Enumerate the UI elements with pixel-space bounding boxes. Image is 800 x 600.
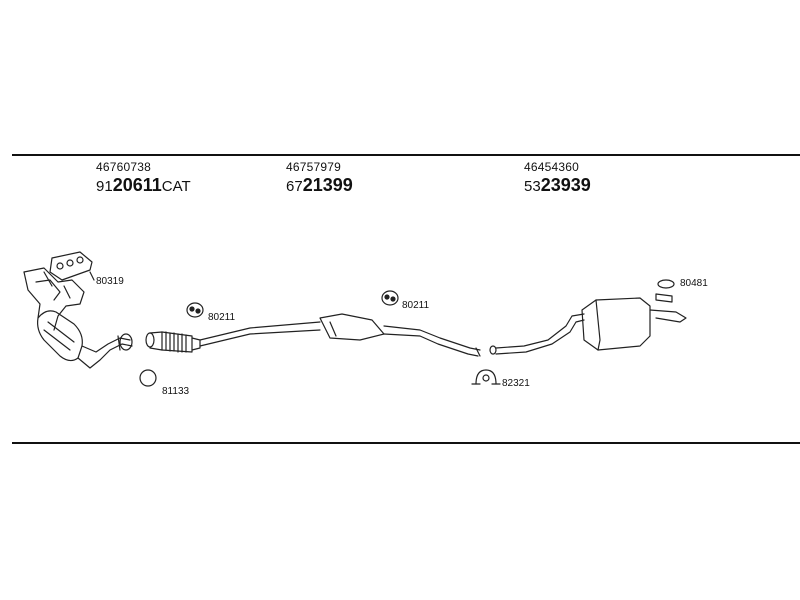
- callout-hanger-front: 80211: [208, 312, 236, 323]
- callout-sealing-ring: 81133: [162, 386, 190, 397]
- sealing-ring: [139, 369, 157, 387]
- top-divider: [12, 154, 800, 156]
- part-prefix: 67: [286, 178, 303, 195]
- part-main: 20611: [112, 175, 162, 195]
- rear-pipe-muffler: [489, 297, 687, 355]
- rubber-hanger-rear: [655, 279, 675, 303]
- callout-manifold-gasket: 80319: [96, 276, 124, 287]
- part-main: 23939: [540, 175, 591, 195]
- exhaust-manifold-catalyst: [23, 267, 133, 369]
- callout-hanger-rear: 80481: [680, 278, 708, 289]
- part-prefix: 53: [524, 178, 541, 195]
- part-number: 9120611CAT: [96, 175, 191, 197]
- part-number: 6721399: [286, 175, 353, 197]
- bottom-divider: [12, 442, 800, 444]
- pipe-clamp: [471, 369, 501, 385]
- section-middle-muffler: 46757979 6721399: [286, 160, 353, 197]
- callout-hanger-middle: 80211: [402, 300, 430, 311]
- callout-pipe-clamp: 82321: [502, 378, 530, 389]
- flex-pipe: [145, 331, 201, 353]
- rubber-hanger-middle: [381, 290, 399, 306]
- part-suffix: CAT: [161, 178, 191, 195]
- rubber-hanger-front: [186, 302, 204, 318]
- section-rear-muffler: 46454360 5323939: [524, 160, 591, 197]
- oem-number: 46454360: [524, 160, 579, 174]
- part-main: 21399: [302, 175, 353, 195]
- middle-pipe-muffler: [199, 313, 481, 357]
- part-number: 5323939: [524, 175, 591, 197]
- gasket-leader: [89, 271, 95, 281]
- part-prefix: 91: [96, 178, 113, 195]
- section-catalytic: 46760738 9120611CAT: [96, 160, 191, 197]
- oem-number: 46760738: [96, 160, 151, 174]
- oem-number: 46757979: [286, 160, 341, 174]
- manifold-gasket: [49, 251, 93, 281]
